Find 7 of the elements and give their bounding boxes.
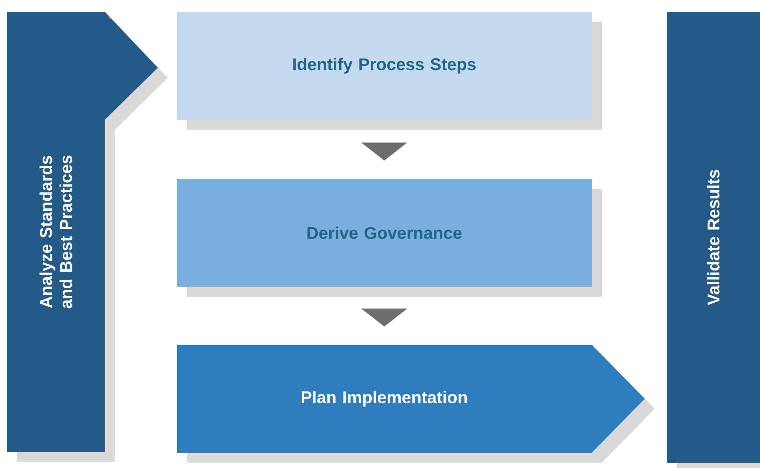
arrow-box: Plan Implementation — [177, 345, 655, 463]
arrow — [362, 308, 408, 327]
arrow — [362, 142, 408, 161]
process-box: Derive Governance — [177, 179, 602, 297]
side-banner: Analyze Standards and Best Practices — [7, 12, 168, 462]
process-box: Identify Process Steps — [177, 12, 602, 130]
side-banner: Vallidate Results — [667, 12, 760, 468]
